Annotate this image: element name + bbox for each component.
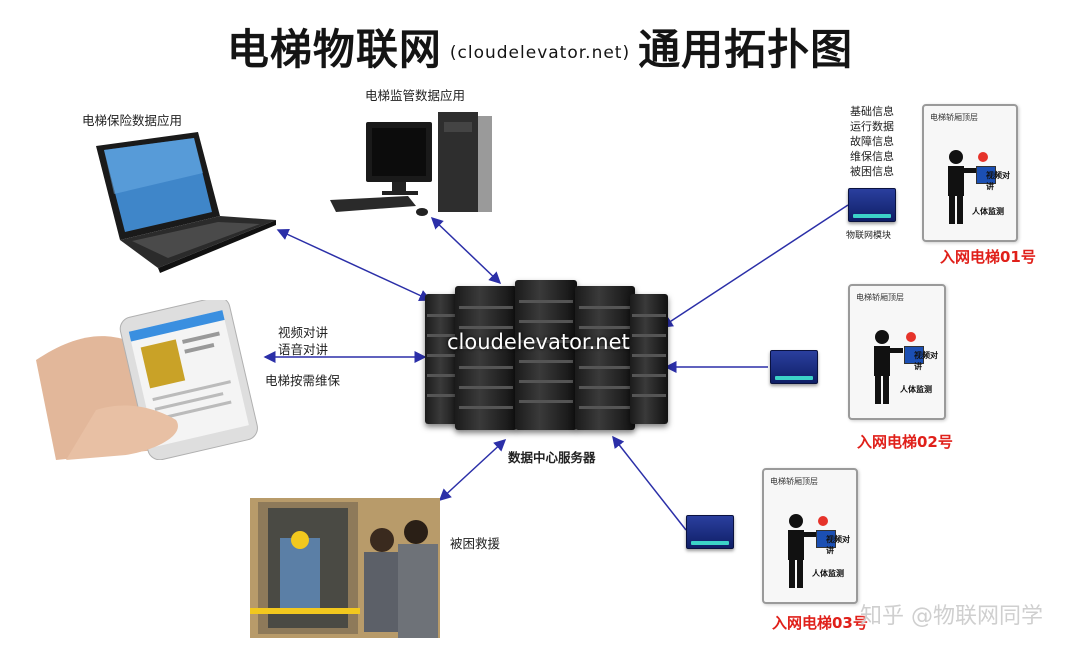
arrow-rescue bbox=[438, 438, 507, 502]
server-rack-3 bbox=[515, 280, 577, 430]
person-icon bbox=[948, 150, 977, 224]
label-body-detection: 人体监测 bbox=[972, 207, 1004, 216]
label-body-detection: 人体监测 bbox=[812, 569, 844, 578]
smartphone-icon bbox=[36, 300, 258, 460]
iot-module-03 bbox=[686, 515, 734, 549]
alarm-icon bbox=[978, 152, 988, 162]
label-video-intercom-card: 视频对讲 bbox=[986, 171, 1010, 191]
label-data-center-server: 数据中心服务器 bbox=[508, 450, 596, 465]
arrow-elevator-03 bbox=[612, 435, 687, 531]
video-monitor-icon bbox=[904, 346, 924, 364]
elevator-card-03: 电梯轿厢顶层 视频对讲 人体监测 bbox=[762, 468, 858, 604]
label-body-detection: 人体监测 bbox=[900, 385, 932, 394]
label-voice-intercom: 语音对讲 bbox=[278, 342, 329, 357]
info-trapped: 被困信息 bbox=[850, 165, 894, 178]
person-icon bbox=[874, 330, 903, 404]
alarm-icon bbox=[906, 332, 916, 342]
label-insurance-app: 电梯保险数据应用 bbox=[82, 113, 183, 128]
server-rack-5 bbox=[630, 294, 668, 424]
info-fault: 故障信息 bbox=[850, 135, 894, 148]
iot-module-02 bbox=[770, 350, 818, 384]
server-domain-text: cloudelevator.net bbox=[447, 330, 630, 354]
elevator-03-header: 电梯轿厢顶层 bbox=[770, 477, 818, 486]
arrow-supervision bbox=[430, 216, 502, 285]
info-basic: 基础信息 bbox=[850, 105, 894, 118]
label-elevator-03: 入网电梯03号 bbox=[772, 614, 868, 632]
label-elevator-01: 入网电梯01号 bbox=[940, 248, 1036, 266]
info-maintenance: 维保信息 bbox=[850, 150, 894, 163]
arrow-elevator-01 bbox=[660, 204, 849, 328]
title-domain: (cloudelevator.net) bbox=[449, 42, 631, 63]
iot-module-01 bbox=[848, 188, 896, 222]
video-monitor-icon bbox=[816, 530, 836, 548]
label-video-intercom-card: 视频对讲 bbox=[826, 535, 850, 555]
watermark: 知乎 @物联网同学 bbox=[860, 604, 1043, 629]
elevator-card-01: 电梯轿厢顶层 视频对讲 人体监测 bbox=[922, 104, 1018, 242]
diagram-title: 电梯物联网 (cloudelevator.net) 通用拓扑图 bbox=[0, 16, 1080, 77]
label-video-intercom-card: 视频对讲 bbox=[914, 351, 938, 371]
alarm-icon bbox=[818, 516, 828, 526]
label-iot-module: 物联网模块 bbox=[846, 231, 892, 241]
server-rack-4 bbox=[575, 286, 635, 430]
server-rack-2 bbox=[455, 286, 517, 430]
label-elevator-02: 入网电梯02号 bbox=[857, 433, 953, 451]
label-video-intercom: 视频对讲 bbox=[278, 325, 329, 340]
person-icon bbox=[788, 514, 817, 588]
label-on-demand-maintenance: 电梯按需维保 bbox=[265, 373, 341, 388]
title-right: 通用拓扑图 bbox=[638, 25, 854, 74]
title-left: 电梯物联网 bbox=[226, 25, 442, 74]
label-rescue: 被困救援 bbox=[450, 536, 501, 551]
video-monitor-icon bbox=[976, 166, 996, 184]
elevator-card-02: 电梯轿厢顶层 视频对讲 人体监测 bbox=[848, 284, 946, 420]
label-supervision-app: 电梯监管数据应用 bbox=[365, 88, 466, 103]
arrow-insurance bbox=[276, 228, 432, 302]
laptop-icon bbox=[96, 132, 276, 273]
data-center-server: cloudelevator.net bbox=[425, 280, 670, 435]
info-running-data: 运行数据 bbox=[850, 120, 894, 133]
desktop-computer-icon bbox=[330, 112, 492, 216]
elevator-02-header: 电梯轿厢顶层 bbox=[856, 293, 904, 302]
rescue-photo bbox=[250, 498, 440, 638]
elevator-01-header: 电梯轿厢顶层 bbox=[930, 113, 978, 122]
elevator-info-list: 基础信息 运行数据 故障信息 维保信息 被困信息 bbox=[850, 104, 894, 179]
